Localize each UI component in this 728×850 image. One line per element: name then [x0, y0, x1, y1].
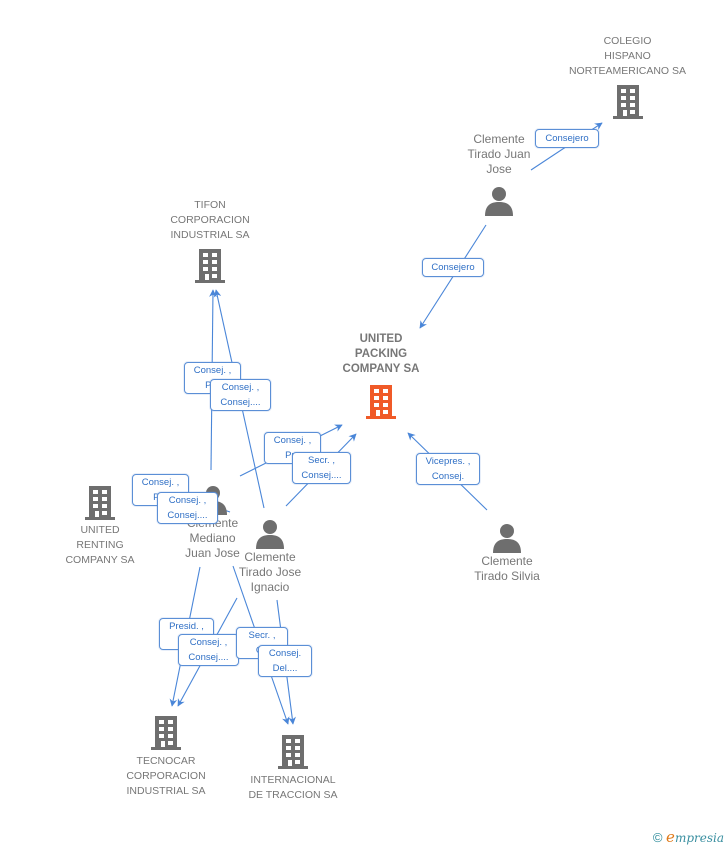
node-internacional-de-traccion[interactable]: INTERNACIONAL DE TRACCION SA: [240, 733, 346, 803]
person-icon: [485, 187, 513, 216]
edge-label-line: Secr. ,: [308, 455, 335, 466]
building-icon: [612, 85, 643, 119]
edge-label-line: Consej.: [431, 471, 465, 482]
edge-label-line: Consej.: [268, 648, 302, 659]
label-line: RENTING: [76, 539, 124, 551]
node-tecnocar-corporacion[interactable]: TECNOCAR CORPORACION INDUSTRIAL SA: [116, 714, 216, 799]
label-line: Juan Jose: [185, 546, 240, 560]
label-line: PACKING: [354, 348, 408, 360]
building-icon: [278, 735, 308, 769]
edge-label-silvia-packing[interactable]: Vicepres. , Consej.: [416, 453, 480, 485]
node-label: TIFON CORPORACION INDUSTRIAL SA: [160, 198, 260, 243]
node-label: INTERNACIONAL DE TRACCION SA: [240, 773, 346, 803]
edge-label-line: Consej....: [188, 652, 229, 663]
edge-label-line: Consejero: [431, 262, 475, 273]
node-label: COLEGIO HISPANO NORTEAMERICANO SA: [560, 34, 695, 79]
label-line: Clemente: [481, 554, 533, 568]
edge-label-line: Consejero: [545, 133, 589, 144]
building-icon: [151, 716, 181, 750]
edge-label-line: Consej. ,: [273, 435, 312, 446]
label-line: COMPANY SA: [65, 554, 135, 566]
person-icon: [493, 524, 521, 553]
label-line: UNITED: [359, 333, 403, 345]
label-line: Tirado Silvia: [474, 569, 540, 583]
edge-label-ignacio-internacional[interactable]: Consej. Del....: [258, 645, 312, 677]
brand-initial: e: [666, 828, 675, 846]
node-clemente-tirado-juan-jose[interactable]: Clemente Tirado Juan Jose: [453, 132, 545, 217]
node-tifon-corporacion[interactable]: TIFON CORPORACION INDUSTRIAL SA: [160, 198, 260, 283]
label-line: UNITED: [80, 524, 120, 536]
label-line: HISPANO: [604, 50, 651, 62]
edge-label-ignacio-tecnocar[interactable]: Consej. , Consej....: [178, 634, 239, 666]
edge-label-line: Vicepres. ,: [425, 456, 471, 467]
node-colegio-hispano[interactable]: COLEGIO HISPANO NORTEAMERICANO SA: [560, 34, 695, 119]
label-line: INTERNACIONAL: [250, 774, 336, 786]
label-line: DE TRACCION SA: [248, 789, 338, 801]
label-line: NORTEAMERICANO SA: [568, 65, 687, 77]
building-icon: [195, 249, 225, 283]
edge-label-juanjose-packing[interactable]: Consejero: [422, 258, 484, 277]
copyright-icon: ©: [652, 830, 663, 845]
edge-label-line: Consej....: [220, 397, 261, 408]
edge-label-line: Consej. ,: [193, 365, 232, 376]
label-line: CORPORACION: [170, 214, 250, 226]
label-line: Tirado Jose: [238, 565, 302, 579]
label-line: TIFON: [194, 199, 226, 211]
empresia-logo: empresia: [666, 828, 724, 846]
edge-label-line: Consej. ,: [141, 477, 180, 488]
node-label: UNITED PACKING COMPANY SA: [331, 332, 431, 377]
node-united-packing-company[interactable]: UNITED PACKING COMPANY SA: [331, 332, 431, 419]
edge-label-juanjose-colegio[interactable]: Consejero: [535, 129, 599, 148]
edge-label-line: Del....: [272, 663, 298, 674]
person-icon: [256, 520, 284, 549]
label-line: Clemente: [473, 132, 525, 146]
edge-label-ignacio-renting[interactable]: Consej. , Consej....: [157, 492, 218, 524]
edge-label-line: Consej. ,: [168, 495, 207, 506]
label-line: COMPANY SA: [342, 363, 420, 375]
node-united-renting-company[interactable]: UNITED RENTING COMPANY SA: [55, 484, 145, 568]
edge-label-line: Secr. ,: [248, 630, 276, 641]
label-line: INDUSTRIAL SA: [126, 785, 206, 797]
label-line: Clemente: [244, 550, 296, 564]
label-line: COLEGIO: [603, 35, 652, 47]
edge-label-line: Consej....: [301, 470, 342, 481]
edge-label-line: Consej. ,: [189, 637, 228, 648]
label-line: TECNOCAR: [136, 755, 196, 767]
node-clemente-tirado-jose-ignacio[interactable]: Clemente Tirado Jose Ignacio: [226, 518, 314, 595]
node-label: UNITED RENTING COMPANY SA: [55, 523, 145, 568]
node-label: Clemente Tirado Silvia: [462, 554, 552, 584]
edge-label-line: Consej....: [167, 510, 208, 521]
edge-label-ignacio-packing[interactable]: Secr. , Consej....: [292, 452, 351, 484]
building-icon: [85, 486, 115, 520]
edge-label-line: Presid. ,: [169, 621, 204, 632]
brand-rest: mpresia: [674, 831, 724, 845]
label-line: Tirado Juan: [467, 147, 531, 161]
edge-label-line: Consej. ,: [221, 382, 260, 393]
label-line: INDUSTRIAL SA: [170, 229, 250, 241]
label-line: Ignacio: [250, 580, 290, 594]
node-label: Clemente Tirado Jose Ignacio: [226, 550, 314, 595]
empresia-watermark[interactable]: © empresia: [653, 828, 724, 846]
edge-label-ignacio-tifon[interactable]: Consej. , Consej....: [210, 379, 271, 411]
node-clemente-tirado-silvia[interactable]: Clemente Tirado Silvia: [462, 522, 552, 584]
building-icon: [366, 385, 396, 419]
label-line: Mediano: [189, 531, 236, 545]
node-label: Clemente Tirado Juan Jose: [453, 132, 545, 177]
label-line: Jose: [486, 162, 512, 176]
node-label: TECNOCAR CORPORACION INDUSTRIAL SA: [116, 754, 216, 799]
label-line: CORPORACION: [126, 770, 206, 782]
